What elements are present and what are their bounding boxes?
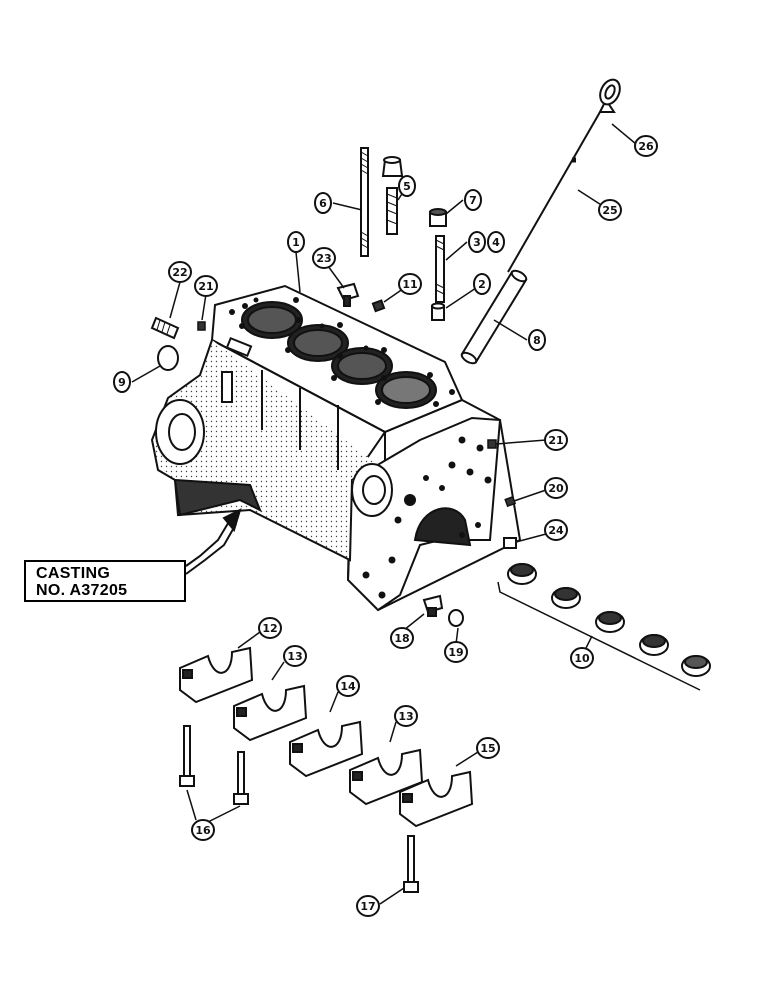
callout-label: 12 xyxy=(262,622,277,635)
callout-26: 26 xyxy=(634,135,658,157)
callout-4: 4 xyxy=(487,231,505,253)
stud-medium xyxy=(435,235,445,303)
callout-label: 10 xyxy=(574,652,590,665)
casting-pointer xyxy=(185,508,242,575)
callout-23: 23 xyxy=(312,247,336,269)
callout-label: 21 xyxy=(198,280,213,293)
callout-label: 23 xyxy=(316,252,331,265)
callout-11: 11 xyxy=(398,273,422,295)
callout-18: 18 xyxy=(390,627,414,649)
callout-3: 3 xyxy=(468,231,486,253)
nut xyxy=(429,208,447,227)
pipe-plug-left xyxy=(197,321,206,331)
callout-label: 7 xyxy=(469,194,477,207)
callout-7: 7 xyxy=(464,189,482,211)
callout-22: 22 xyxy=(168,261,192,283)
callout-13-lower: 13 xyxy=(394,705,418,727)
threaded-plug xyxy=(150,316,180,340)
bearing-cap-14 xyxy=(289,720,364,778)
small-plug xyxy=(371,299,386,313)
pipe-plug-right xyxy=(487,439,497,449)
callout-label: 1 xyxy=(292,236,300,249)
callout-14: 14 xyxy=(336,675,360,697)
callout-label: 22 xyxy=(172,266,187,279)
washer-19 xyxy=(448,609,464,627)
callout-19: 19 xyxy=(444,641,468,663)
callout-label: 4 xyxy=(492,236,500,249)
callout-1: 1 xyxy=(287,231,305,253)
bearing-cap-15 xyxy=(399,770,474,828)
callout-8: 8 xyxy=(528,329,546,351)
callout-5: 5 xyxy=(398,175,416,197)
callout-13-upper: 13 xyxy=(283,645,307,667)
casting-label-line1: CASTING xyxy=(36,565,111,582)
callout-16: 16 xyxy=(191,819,215,841)
dipstick xyxy=(507,78,621,273)
dowel-24 xyxy=(503,537,517,549)
casting-label-line2: NO. A37205 xyxy=(36,582,128,599)
plug xyxy=(431,302,445,321)
callout-label: 14 xyxy=(340,680,356,693)
fitting xyxy=(336,282,360,307)
nut-and-stud xyxy=(381,156,404,235)
callout-20: 20 xyxy=(544,477,568,499)
callout-label: 8 xyxy=(533,334,541,347)
callout-label: 13 xyxy=(287,650,302,663)
callout-label: 26 xyxy=(638,140,654,153)
callout-12: 12 xyxy=(258,617,282,639)
callout-label: 5 xyxy=(403,180,411,193)
callout-label: 18 xyxy=(394,632,409,645)
bearing-cap-12 xyxy=(179,646,254,704)
callout-label: 15 xyxy=(480,742,495,755)
callout-24: 24 xyxy=(544,519,568,541)
bearing-cap-13-upper xyxy=(233,684,308,742)
callout-label: 25 xyxy=(602,204,617,217)
callout-label: 13 xyxy=(398,710,413,723)
callout-label: 19 xyxy=(448,646,463,659)
callout-21-left: 21 xyxy=(194,275,218,297)
callout-10: 10 xyxy=(570,647,594,669)
callout-label: 20 xyxy=(548,482,564,495)
callout-15: 15 xyxy=(476,737,500,759)
cap-bolt-16b xyxy=(233,751,249,805)
main-bearings xyxy=(507,563,711,677)
callout-label: 11 xyxy=(402,278,417,291)
callout-6: 6 xyxy=(314,192,332,214)
bearing-bracket xyxy=(497,581,701,691)
dipstick-tube xyxy=(460,269,528,365)
stud-long xyxy=(360,147,369,257)
callout-2: 2 xyxy=(473,273,491,295)
callout-9: 9 xyxy=(113,371,131,393)
callout-label: 16 xyxy=(195,824,211,837)
callout-label: 2 xyxy=(478,278,486,291)
callout-label: 3 xyxy=(473,236,481,249)
callout-label: 6 xyxy=(319,197,327,210)
cap-bolt-17 xyxy=(403,835,419,893)
callout-label: 9 xyxy=(118,376,126,389)
callout-label: 21 xyxy=(548,434,563,447)
callout-label: 24 xyxy=(548,524,564,537)
plug-20 xyxy=(504,495,517,508)
cap-bolt-16a xyxy=(179,725,195,787)
expansion-plug xyxy=(157,345,179,371)
casting-number-label: CASTING NO. A37205 xyxy=(24,560,186,602)
fitting-18 xyxy=(422,594,444,617)
callout-25: 25 xyxy=(598,199,622,221)
callout-label: 17 xyxy=(360,900,375,913)
engine-block xyxy=(150,284,522,612)
callout-17: 17 xyxy=(356,895,380,917)
callout-21-right: 21 xyxy=(544,429,568,451)
